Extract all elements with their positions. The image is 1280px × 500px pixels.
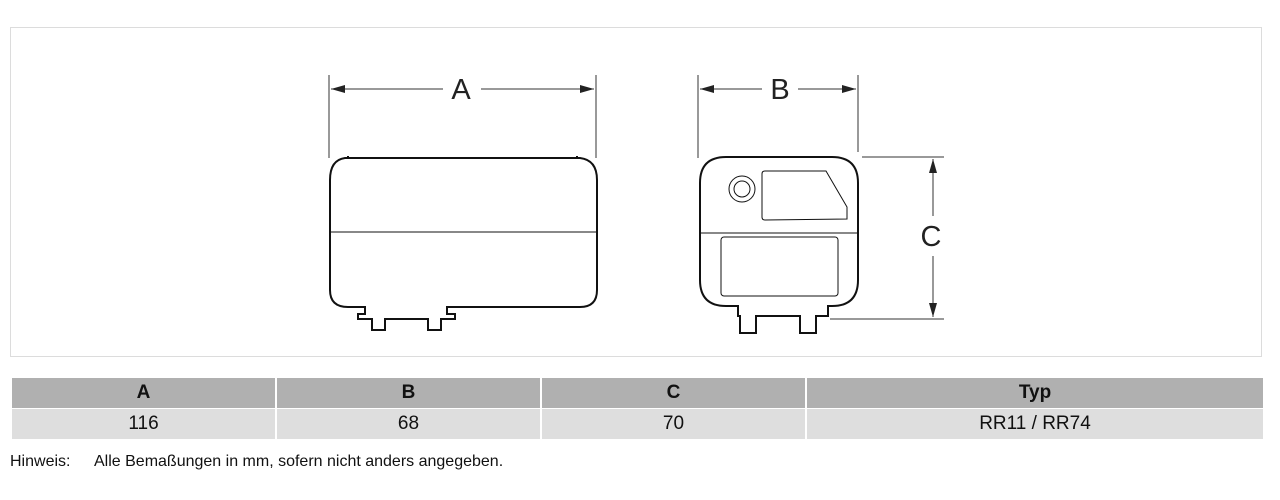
dimension-table: A B C Typ 116 68 70 RR11 / RR74	[10, 377, 1265, 440]
dimension-label-c: C	[921, 221, 942, 253]
cell-c: 70	[542, 409, 805, 439]
dimension-lines	[328, 75, 944, 320]
dimension-drawing-frame	[10, 27, 1262, 357]
side-view	[699, 156, 859, 334]
table-row: 116 68 70 RR11 / RR74	[12, 409, 1263, 439]
cell-a: 116	[12, 409, 275, 439]
note: Hinweis: Alle Bemaßungen in mm, sofern ni…	[10, 453, 503, 471]
note-label: Hinweis:	[10, 453, 71, 470]
cell-typ: RR11 / RR74	[807, 409, 1263, 439]
table-header-row: A B C Typ	[12, 378, 1263, 408]
front-view	[329, 156, 598, 331]
header-c: C	[542, 378, 805, 408]
cell-b: 68	[277, 409, 540, 439]
dimension-drawing: A B C	[328, 74, 944, 334]
header-b: B	[277, 378, 540, 408]
note-text: Alle Bemaßungen in mm, sofern nicht ande…	[94, 453, 504, 470]
dimension-label-b: B	[770, 74, 789, 106]
header-a: A	[12, 378, 275, 408]
header-typ: Typ	[807, 378, 1263, 408]
dimension-label-a: A	[451, 74, 471, 106]
